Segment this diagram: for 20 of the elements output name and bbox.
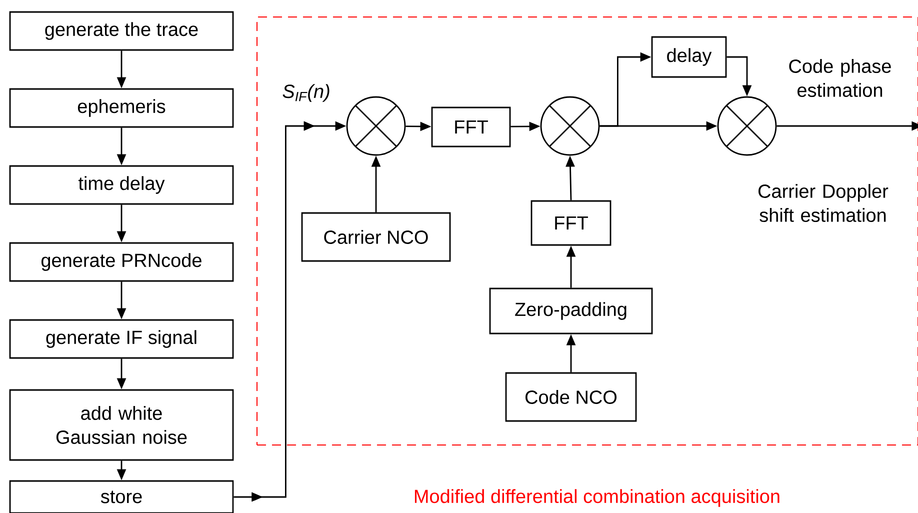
process-box: Code NCO: [505, 372, 637, 422]
process-box: FFT: [431, 106, 511, 148]
edge-label: S$_{IF}$(n): [281, 83, 332, 103]
process-box: Carrier NCO: [301, 212, 451, 262]
process-box: FFT: [530, 200, 612, 246]
group-caption: Modified differential combination acquisition: [414, 489, 780, 507]
mixer-circle: [717, 96, 777, 156]
mixer-circle: [346, 96, 406, 156]
process-box: delay: [651, 36, 727, 78]
mixer-circle: [540, 96, 600, 156]
process-box: store: [9, 480, 234, 513]
process-box: ephemeris: [9, 88, 234, 128]
process-box: add white Gaussian noise: [9, 389, 234, 461]
process-box: time delay: [9, 165, 234, 205]
process-box: generate IF signal: [9, 319, 234, 359]
process-box: Zero-padding: [489, 288, 653, 334]
output-label: Carrier Doppler shift estimation: [758, 184, 888, 222]
process-box: generate the trace: [9, 11, 234, 51]
process-box: generate PRNcode: [9, 242, 234, 282]
output-label: Code phase estimation: [789, 59, 891, 97]
